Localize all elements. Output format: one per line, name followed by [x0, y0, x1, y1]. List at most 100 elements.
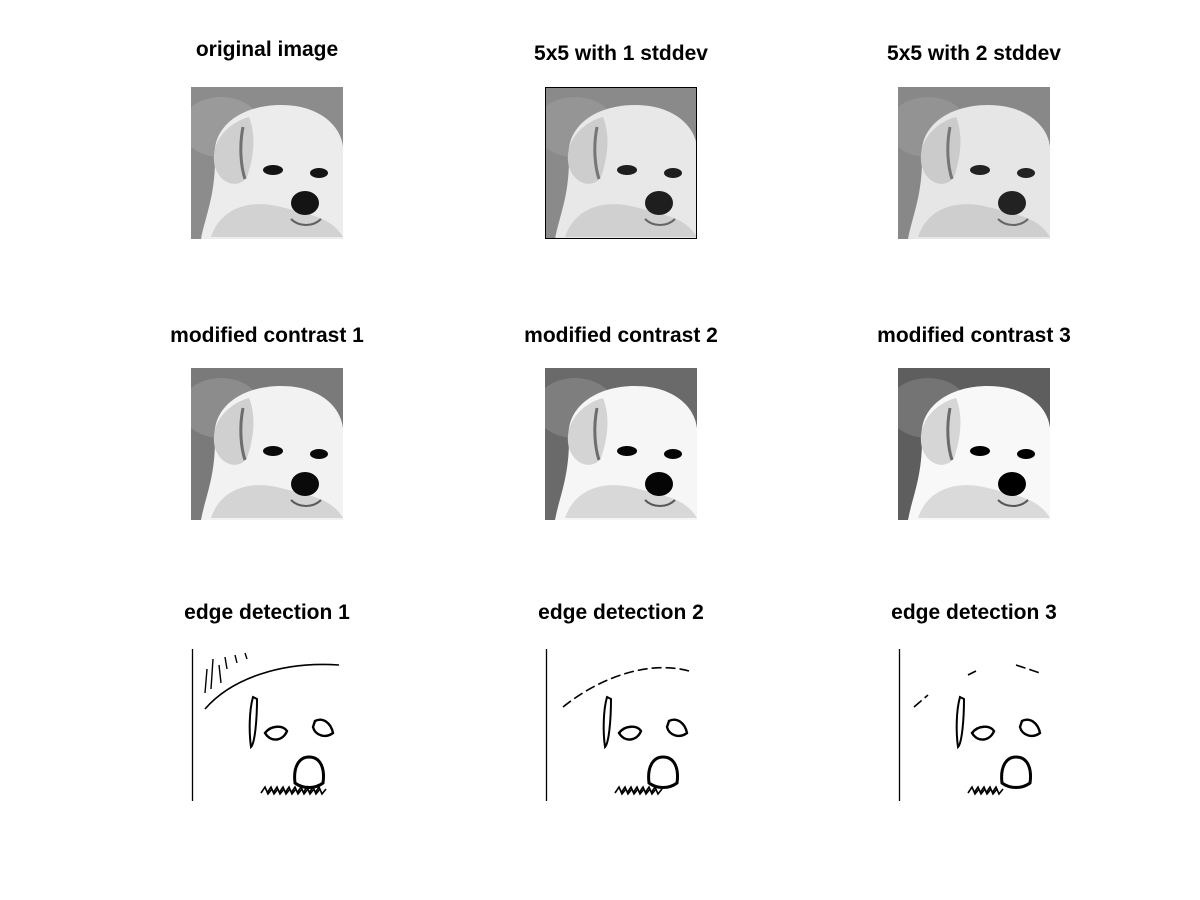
image-canvas	[191, 368, 343, 520]
ear-shadow	[593, 407, 601, 461]
puppy-eye-right	[664, 168, 682, 178]
puppy-chest	[918, 204, 1050, 237]
edge-chin-mark	[308, 785, 321, 796]
panel-title: original image	[195, 38, 339, 61]
edge-chin-mark	[991, 785, 1004, 796]
edge-chin-mark	[638, 785, 651, 796]
edge-chin-mark	[260, 785, 273, 796]
puppy-eye-left	[617, 446, 637, 456]
image-canvas	[898, 368, 1050, 520]
puppy-mouth	[644, 218, 676, 226]
edge-ear	[602, 695, 613, 750]
puppy-nose	[998, 191, 1026, 215]
edge-nose	[647, 755, 679, 789]
puppy-eye-right	[1017, 449, 1035, 459]
puppy-mouth	[997, 218, 1029, 226]
image-canvas	[545, 649, 697, 801]
image-canvas	[898, 87, 1050, 239]
edge-chin-mark	[985, 785, 998, 796]
ear-shadow	[593, 126, 601, 180]
panel-title: edge detection 1	[184, 601, 350, 624]
edge-chin-mark	[614, 785, 627, 796]
ear-shadow	[239, 407, 247, 461]
edge-eye-right	[311, 718, 335, 738]
panel-title: 5x5 with 2 stddev	[887, 42, 1061, 65]
image-canvas	[898, 649, 1050, 801]
panel-title: modified contrast 1	[170, 324, 364, 347]
edge-chin-mark	[290, 785, 303, 796]
puppy-mouth	[644, 499, 676, 507]
puppy-chest	[211, 204, 343, 237]
puppy-eye-left	[617, 165, 637, 175]
panel-title: modified contrast 2	[524, 324, 718, 347]
ear-shadow	[946, 126, 954, 180]
puppy-nose	[291, 472, 319, 496]
edge-background	[545, 649, 697, 801]
puppy-chest	[565, 204, 697, 237]
puppy-eye-left	[970, 165, 990, 175]
ear-shadow	[239, 126, 247, 180]
puppy-eye-right	[310, 168, 328, 178]
image-canvas	[545, 368, 697, 520]
puppy-eye-left	[263, 446, 283, 456]
edge-chin-mark	[979, 785, 992, 796]
image-canvas	[191, 649, 343, 801]
edge-chin-mark	[296, 785, 309, 796]
puppy-image-contrast-1	[191, 368, 343, 520]
puppy-nose	[645, 472, 673, 496]
edge-eye-left	[263, 725, 289, 741]
puppy-eye-left	[970, 446, 990, 456]
edge-eye-right	[1018, 718, 1042, 738]
puppy-nose	[645, 191, 673, 215]
edge-head-outline	[913, 664, 1041, 708]
edge-ear	[248, 695, 259, 750]
puppy-nose	[291, 191, 319, 215]
puppy-eye-right	[310, 449, 328, 459]
image-border	[545, 87, 697, 239]
panel-title: edge detection 2	[538, 601, 704, 624]
edge-nose	[1000, 755, 1032, 789]
puppy-nose	[998, 472, 1026, 496]
puppy-image-contrast-3	[898, 368, 1050, 520]
puppy-eye-left	[263, 165, 283, 175]
puppy-mouth	[290, 499, 322, 507]
edge-image-3	[898, 649, 1050, 801]
puppy-chest	[918, 485, 1050, 518]
edge-fur-marks	[204, 652, 248, 694]
panel-title: 5x5 with 1 stddev	[534, 42, 708, 65]
puppy-image-original	[191, 87, 343, 239]
edge-head-outline	[562, 666, 690, 708]
puppy-mouth	[997, 499, 1029, 507]
edge-chin-mark	[650, 785, 663, 796]
edge-chin-mark	[284, 785, 297, 796]
edge-head-outline	[204, 663, 340, 710]
edge-chin-mark	[967, 785, 980, 796]
puppy-eye-right	[1017, 168, 1035, 178]
puppy-chest	[211, 485, 343, 518]
puppy-eye-right	[664, 449, 682, 459]
image-canvas	[191, 87, 343, 239]
edge-chin-mark	[314, 785, 327, 796]
edge-chin-mark	[632, 785, 645, 796]
edge-chin-mark	[272, 785, 285, 796]
puppy-image-contrast-2	[545, 368, 697, 520]
edge-chin-mark	[620, 785, 633, 796]
puppy-chest	[565, 485, 697, 518]
edge-image-2	[545, 649, 697, 801]
edge-ear	[955, 695, 966, 750]
edge-chin-mark	[278, 785, 291, 796]
edge-eye-left	[970, 725, 996, 741]
image-canvas	[545, 87, 697, 239]
edge-background	[191, 649, 343, 801]
ear-shadow	[946, 407, 954, 461]
puppy-mouth	[290, 218, 322, 226]
puppy-image-blur-1	[545, 87, 697, 239]
edge-chin-mark	[973, 785, 986, 796]
edge-nose	[293, 755, 325, 789]
edge-chin-mark	[626, 785, 639, 796]
edge-background	[898, 649, 1050, 801]
edge-image-1	[191, 649, 343, 801]
puppy-image-blur-2	[898, 87, 1050, 239]
edge-eye-left	[617, 725, 643, 741]
panel-title: modified contrast 3	[877, 324, 1071, 347]
